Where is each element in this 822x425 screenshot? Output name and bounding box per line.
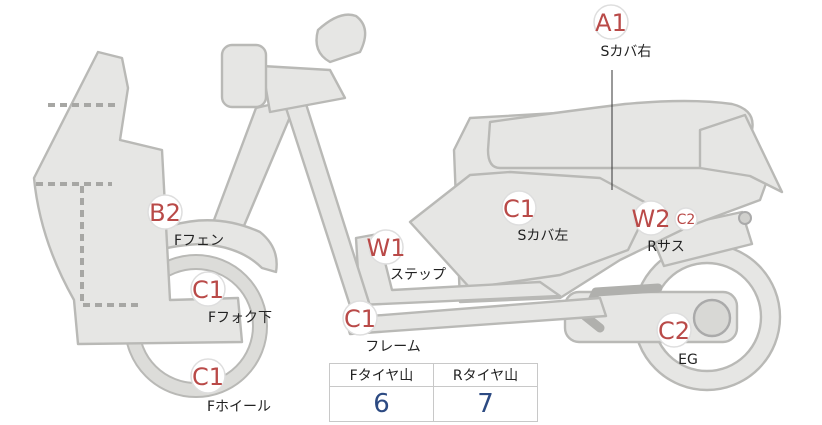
badge-c1-frame: C1 bbox=[342, 300, 378, 336]
svg-text:C1: C1 bbox=[503, 195, 535, 223]
label-f-wheel: Fホイール bbox=[207, 399, 271, 415]
label-s-cover-left: Sカバ左 bbox=[518, 228, 569, 244]
svg-text:C2: C2 bbox=[658, 317, 690, 345]
leg-shield bbox=[32, 50, 244, 346]
svg-text:C2: C2 bbox=[677, 212, 696, 228]
badge-c1-wheel: C1 bbox=[190, 358, 226, 394]
svg-text:C1: C1 bbox=[192, 276, 224, 304]
tire-tread-table: Fタイヤ山 Rタイヤ山 6 7 bbox=[329, 363, 538, 422]
header-front-tread: Fタイヤ山 bbox=[329, 363, 434, 387]
label-f-fender: Fフェン bbox=[174, 233, 224, 249]
svg-text:W1: W1 bbox=[367, 234, 406, 262]
label-engine: EG bbox=[678, 352, 698, 368]
main-tube bbox=[284, 102, 374, 320]
label-step: ステップ bbox=[390, 267, 446, 283]
badge-w1: W1 bbox=[367, 229, 406, 265]
badge-w2: W2 bbox=[632, 200, 671, 236]
svg-text:B2: B2 bbox=[149, 199, 181, 227]
svg-text:C1: C1 bbox=[192, 363, 224, 391]
svg-text:C1: C1 bbox=[344, 305, 376, 333]
badge-c1-side-cover: C1 bbox=[501, 190, 537, 226]
label-r-suspension: Rサス bbox=[647, 239, 684, 255]
value-front-tread: 6 bbox=[329, 386, 434, 422]
svg-text:W2: W2 bbox=[632, 205, 671, 233]
badge-c2-eg: C2 bbox=[656, 312, 692, 348]
badge-b2: B2 bbox=[147, 194, 183, 230]
leg-shield-dash-3 bbox=[80, 186, 138, 307]
svg-text:A1: A1 bbox=[595, 9, 627, 37]
rear-shock-bolt bbox=[738, 211, 752, 225]
label-s-cover-right: Sカバ右 bbox=[601, 44, 652, 60]
rear-tail bbox=[698, 113, 784, 194]
handlebar-head bbox=[260, 64, 347, 114]
header-rear-tread: Rタイヤ山 bbox=[433, 363, 538, 387]
value-rear-tread: 7 bbox=[433, 386, 538, 422]
front-fender-shape bbox=[136, 219, 278, 274]
front-fork bbox=[206, 96, 300, 242]
label-f-fork-lower: Fフォク下 bbox=[208, 310, 272, 326]
badge-a1: A1 bbox=[593, 4, 629, 40]
label-frame: フレーム bbox=[365, 339, 421, 355]
badge-c2-small: C2 bbox=[674, 207, 698, 231]
badge-c1-fork: C1 bbox=[190, 271, 226, 307]
mirror bbox=[315, 13, 367, 64]
engine-hub bbox=[692, 298, 732, 338]
headlight bbox=[220, 43, 268, 109]
seat bbox=[486, 99, 754, 170]
